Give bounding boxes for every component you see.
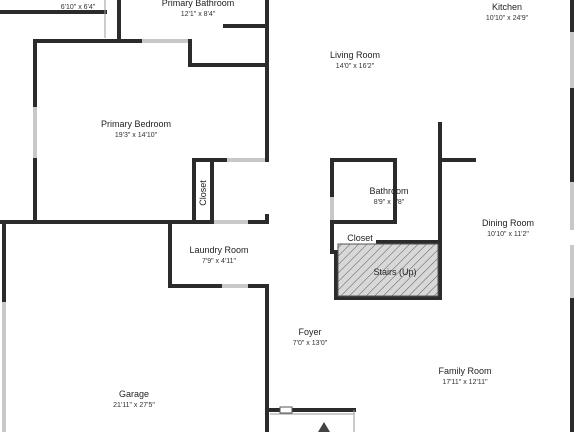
garage-name: Garage (119, 389, 149, 399)
kitchen-name: Kitchen (492, 2, 522, 12)
bathroom-name: Bathroom (369, 186, 408, 196)
stairs-name: Stairs (Up) (373, 267, 416, 277)
dining-room-dims: 10'10" x 11'2" (487, 231, 529, 238)
wall-pbath-left (117, 0, 142, 43)
door-handle (279, 406, 293, 414)
wall-garage-right (248, 284, 269, 432)
foyer-name: Foyer (298, 327, 321, 337)
family-room-dims: 17'11" x 12'11" (442, 379, 488, 386)
primary-bedroom-name: Primary Bedroom (101, 119, 171, 129)
wall-dining-stub (438, 122, 476, 162)
living-room-name: Living Room (330, 50, 380, 60)
primary-bathroom-name: Primary Bathroom (162, 0, 235, 8)
bathroom-closet-label: Closet (347, 233, 373, 243)
laundry-room-name: Laundry Room (189, 245, 248, 255)
kitchen-dims: 10'10" x 24'9" (486, 15, 529, 22)
wall-stairs (334, 158, 442, 300)
wall-laundry-left (168, 224, 222, 288)
foyer-dims: 7'0" x 13'0" (293, 340, 328, 347)
wall-closet-bottom-right (248, 214, 269, 224)
bedroom2-dims: 6'10" x 6'4" (61, 4, 96, 11)
room-labels: 6'10" x 6'4" Primary Bathroom 12'1" x 8'… (61, 0, 534, 409)
wall-pbath-right (188, 0, 269, 67)
primary-bathroom-dims: 12'1" x 8'4" (181, 11, 216, 18)
bedroom-closet-label: Closet (198, 180, 208, 206)
family-room-name: Family Room (438, 366, 491, 376)
entry-arrow-icon (318, 422, 330, 432)
living-room-dims: 14'0" x 16'2" (336, 63, 375, 70)
dining-room-name: Dining Room (482, 218, 534, 228)
primary-bedroom-dims: 19'3" x 14'10" (115, 132, 158, 139)
stairs-hatch (337, 243, 439, 297)
bathroom-dims: 8'9" x 6'8" (374, 199, 405, 206)
windows (2, 30, 574, 432)
garage-dims: 21'11" x 27'5" (113, 402, 155, 409)
laundry-room-dims: 7'9" x 4'11" (202, 258, 236, 265)
